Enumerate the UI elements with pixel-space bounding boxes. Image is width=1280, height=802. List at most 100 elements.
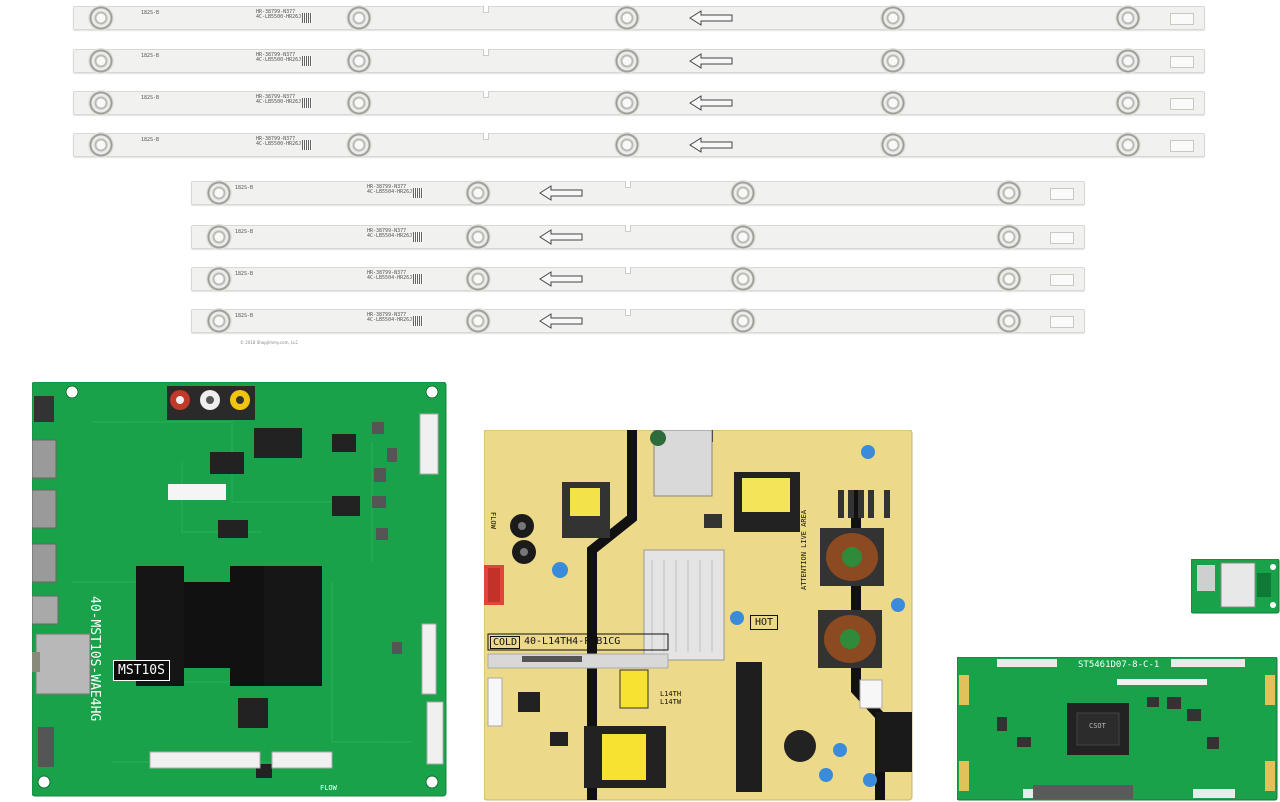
led-lens: [614, 48, 640, 74]
led-lens: [346, 5, 372, 31]
led-lens: [346, 90, 372, 116]
power-board-warning: ATTENTION LIVE AREA: [800, 509, 808, 590]
led-lens: [880, 48, 906, 74]
strip-bin-label: 182S-B: [235, 185, 254, 191]
led-lens: [465, 266, 491, 292]
led-lens: [346, 48, 372, 74]
led-lens: [206, 224, 232, 250]
power-board-flow-label: FLOW: [489, 512, 497, 529]
led-lens: [614, 132, 640, 158]
strip-model-label: HR-38799-N377 4C-LB5500-HR26J: [256, 9, 302, 20]
strip-model-label: HR-38799-N377 4C-LB5500-HR26J: [256, 94, 302, 105]
led-strip: 182S-B HR-38799-N377 4C-LB5504-HR26J: [191, 224, 1085, 250]
led-lens: [206, 266, 232, 292]
strip-connector: [1170, 56, 1194, 68]
strip-notch: [625, 309, 631, 316]
led-lens: [880, 90, 906, 116]
strip-bin-label: 182S-B: [141, 53, 160, 59]
strip-notch: [625, 225, 631, 232]
led-lens: [88, 132, 114, 158]
led-lens: [465, 224, 491, 250]
direction-arrow-icon: [689, 137, 733, 153]
main-board-part-number: 40-MST10S-WAE4HG: [87, 596, 102, 722]
strip-model-label: HR-38799-N377 4C-LB5500-HR26J: [256, 136, 302, 147]
direction-arrow-icon: [689, 95, 733, 111]
direction-arrow-icon: [539, 313, 583, 329]
main-board-flow-label: FLOW: [320, 784, 337, 792]
direction-arrow-icon: [689, 10, 733, 26]
strip-bin-label: 182S-B: [141, 137, 160, 143]
power-board-cold-label: COLD: [490, 636, 521, 649]
strip-qr: [302, 140, 312, 150]
led-lens: [88, 48, 114, 74]
led-lens: [614, 90, 640, 116]
led-lens: [465, 180, 491, 206]
strip-qr: [302, 56, 312, 66]
led-lens: [465, 308, 491, 334]
led-lens: [996, 308, 1022, 334]
tcon-board: [957, 657, 1278, 801]
strip-notch: [625, 181, 631, 188]
led-strip: 182S-B HR-38799-N377 4C-LB5500-HR26J: [73, 5, 1205, 31]
led-lens: [1115, 90, 1141, 116]
main-board: [32, 382, 447, 797]
led-lens: [88, 90, 114, 116]
tcon-chip-label: CSOT: [1089, 722, 1106, 730]
strip-qr: [413, 274, 423, 284]
led-lens: [206, 180, 232, 206]
strip-connector: [1170, 98, 1194, 110]
led-lens: [88, 5, 114, 31]
led-strip: 182S-B HR-38799-N377 4C-LB5500-HR26J: [73, 90, 1205, 116]
power-board-part-number: 40-L14TH4-PWB1CG: [524, 636, 621, 647]
strip-model-label: HR-38799-N377 4C-LB5504-HR26J: [367, 228, 413, 239]
strip-bin-label: 182S-B: [141, 10, 160, 16]
led-lens: [614, 5, 640, 31]
led-strip: 182S-B HR-38799-N377 4C-LB5500-HR26J: [73, 48, 1205, 74]
strip-bin-label: 182S-B: [235, 271, 254, 277]
led-strip: 182S-B HR-38799-N377 4C-LB5500-HR26J: [73, 132, 1205, 158]
strip-bin-label: 182S-B: [235, 229, 254, 235]
direction-arrow-icon: [539, 229, 583, 245]
strip-qr: [302, 13, 312, 23]
wifi-module: [1191, 559, 1280, 614]
strip-notch: [483, 91, 489, 98]
led-lens: [996, 224, 1022, 250]
strip-notch: [483, 6, 489, 13]
strip-qr: [413, 316, 423, 326]
strip-model-label: HR-38799-N377 4C-LB5504-HR26J: [367, 184, 413, 195]
direction-arrow-icon: [539, 271, 583, 287]
strip-notch: [625, 267, 631, 274]
strip-connector: [1050, 232, 1074, 244]
strip-bin-label: 182S-B: [141, 95, 160, 101]
strip-notch: [483, 49, 489, 56]
strip-connector: [1050, 188, 1074, 200]
direction-arrow-icon: [539, 185, 583, 201]
strip-connector: [1050, 316, 1074, 328]
strip-model-label: HR-38799-N377 4C-LB5504-HR26J: [367, 312, 413, 323]
strip-connector: [1170, 13, 1194, 25]
led-lens: [880, 132, 906, 158]
led-lens: [730, 224, 756, 250]
strip-bin-label: 182S-B: [235, 313, 254, 319]
strip-connector: [1050, 274, 1074, 286]
led-lens: [996, 266, 1022, 292]
power-board-model-code: L14TH L14TW: [660, 690, 682, 706]
led-lens: [880, 5, 906, 31]
led-strip: 182S-B HR-38799-N377 4C-LB5504-HR26J: [191, 308, 1085, 334]
strip-connector: [1170, 140, 1194, 152]
strip-notch: [483, 133, 489, 140]
main-board-chip-label: MST10S: [113, 660, 170, 681]
led-lens: [1115, 5, 1141, 31]
led-lens: [346, 132, 372, 158]
led-strip: 182S-B HR-38799-N377 4C-LB5504-HR26J: [191, 180, 1085, 206]
tcon-part-number: ST5461D07-8-C-1: [1078, 660, 1160, 670]
photo-copyright: © 2018 ShopJimmy.com, LLC: [240, 340, 299, 345]
strip-model-label: HR-38799-N377 4C-LB5500-HR26J: [256, 52, 302, 63]
strip-qr: [413, 188, 423, 198]
led-lens: [730, 266, 756, 292]
power-board-hot-label: HOT: [750, 615, 779, 630]
strip-qr: [413, 232, 423, 242]
strip-qr: [302, 98, 312, 108]
power-board: [484, 430, 913, 801]
